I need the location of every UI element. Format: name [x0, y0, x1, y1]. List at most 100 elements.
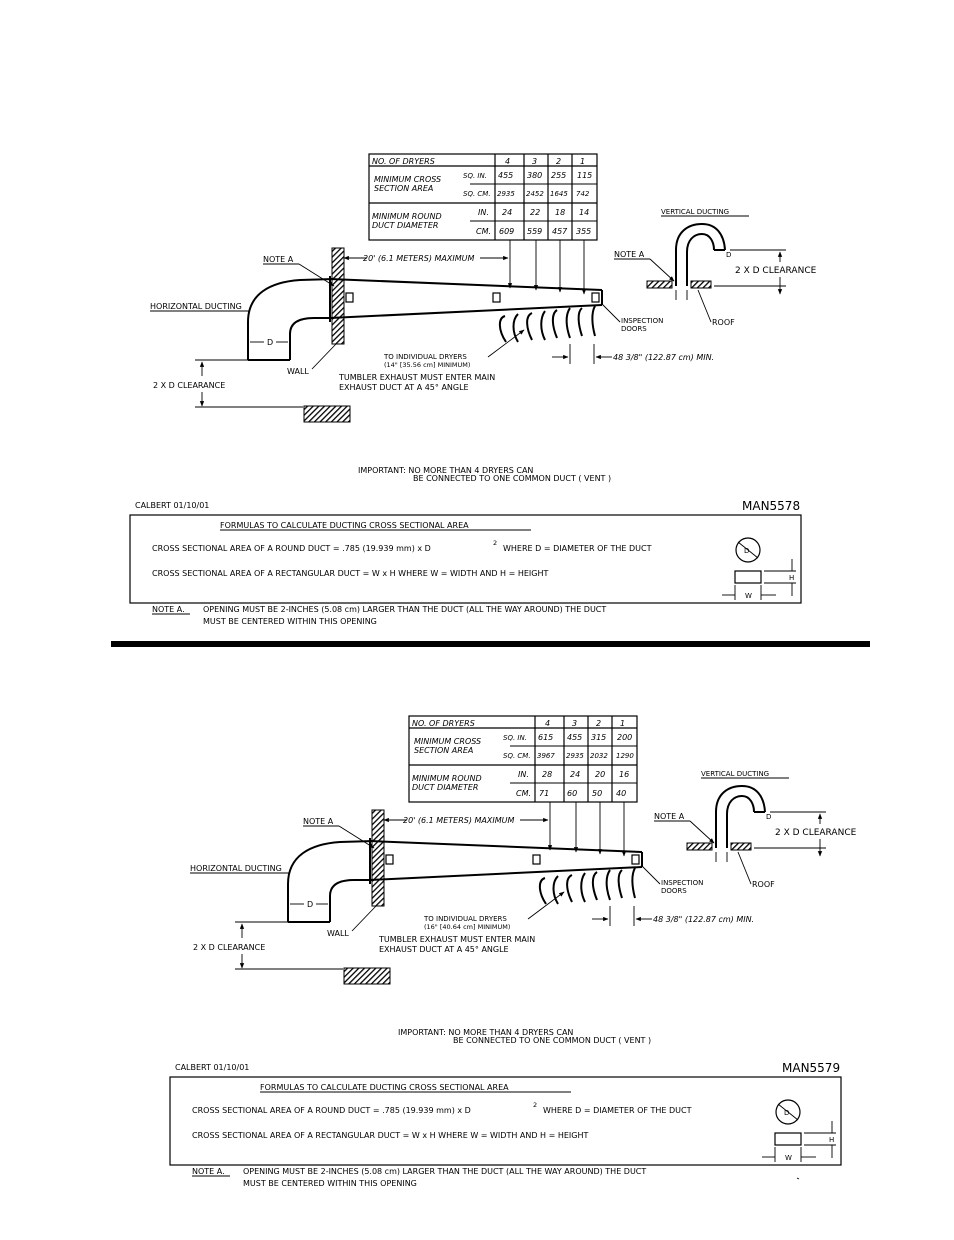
- floor-hatch: [343, 967, 391, 985]
- note-a-right-label: NOTE A: [654, 812, 685, 821]
- note-a-left-label: NOTE A: [263, 255, 294, 264]
- cm-value-1: 40: [616, 789, 626, 798]
- important-line-2: BE CONNECTED TO ONE COMMON DUCT ( VENT ): [413, 474, 611, 483]
- ducting-diagram-2: NO. OF DRYERS 4 3 2 1 MINIMUM CROSS SECT…: [169, 715, 857, 1188]
- important-line-1: IMPORTANT: NO MORE THAN 4 DRYERS CAN: [358, 466, 533, 475]
- formula-rect: CROSS SECTIONAL AREA OF A RECTANGULAR DU…: [152, 569, 548, 578]
- sqcm-value-1: 742: [576, 190, 590, 198]
- max-length-label: 20' (6.1 METERS) MAXIMUM: [363, 254, 474, 263]
- formula-round-pre: CROSS SECTIONAL AREA OF A ROUND DUCT = .…: [152, 544, 431, 553]
- vertical-d-label: D: [766, 813, 771, 821]
- in-value-4: 24: [502, 208, 512, 217]
- footer-author: CALBERT 01/10/01: [175, 1063, 249, 1072]
- vertical-d-label: D: [726, 251, 731, 259]
- table-col-1: 1: [620, 719, 625, 728]
- wall-label: WALL: [287, 367, 309, 376]
- sqin-value-2: 255: [551, 171, 566, 180]
- important-line-2: BE CONNECTED TO ONE COMMON DUCT ( VENT ): [453, 1036, 651, 1045]
- horizontal-duct: [247, 276, 603, 361]
- formula-title: FORMULAS TO CALCULATE DUCTING CROSS SECT…: [260, 1083, 509, 1092]
- cm-value-4: 609: [499, 227, 514, 236]
- important-line-1: IMPORTANT: NO MORE THAN 4 DRYERS CAN: [398, 1028, 573, 1037]
- right-clearance-label: 2 X D CLEARANCE: [735, 266, 817, 276]
- to-dryers-label-1: TO INDIVIDUAL DRYERS: [423, 915, 507, 923]
- table-col-2: 2: [556, 157, 561, 166]
- dryer-size-table: NO. OF DRYERS 4 3 2 1 MINIMUM CROSS SECT…: [368, 153, 598, 241]
- exhaust-label-1: TUMBLER EXHAUST MUST ENTER MAIN: [338, 373, 495, 382]
- horizontal-ducting-label: HORIZONTAL DUCTING: [190, 864, 282, 873]
- vertical-ducting-label: VERTICAL DUCTING: [661, 208, 729, 216]
- table-col-2: 2: [596, 719, 601, 728]
- cm-value-3: 559: [527, 227, 542, 236]
- cm-value-4: 71: [539, 789, 549, 798]
- sqcm-value-2: 2032: [590, 752, 608, 760]
- max-length-label: 20' (6.1 METERS) MAXIMUM: [403, 816, 514, 825]
- horizontal-duct: [287, 838, 643, 923]
- spacing-label: 48 3/8" (122.87 cm) MIN.: [653, 915, 754, 924]
- left-clearance-label: 2 X D CLEARANCE: [193, 943, 265, 952]
- vertical-ducting-label: VERTICAL DUCTING: [701, 770, 769, 778]
- in-value-2: 18: [555, 208, 565, 217]
- cm-value-3: 60: [567, 789, 577, 798]
- dryer-size-table: NO. OF DRYERS 4 3 2 1 MINIMUM CROSS SECT…: [408, 715, 638, 803]
- exhaust-label-2: EXHAUST DUCT AT A 45° ANGLE: [379, 945, 509, 954]
- footer-author: CALBERT 01/10/01: [135, 501, 209, 510]
- footer-code: MAN5579: [782, 1061, 840, 1075]
- cm-value-2: 50: [592, 789, 602, 798]
- diam-label-2: DUCT DIAMETER: [372, 221, 438, 230]
- sqin-value-4: 615: [538, 733, 553, 742]
- sqcm-unit: SQ. CM.: [503, 752, 531, 760]
- table-leaders: [547, 802, 627, 857]
- inspection-label-2: DOORS: [621, 325, 647, 333]
- formula-d-symbol: D: [744, 547, 749, 555]
- formula-d-symbol: D: [784, 1109, 789, 1117]
- note-a-line-2: MUST BE CENTERED WITHIN THIS OPENING: [203, 617, 377, 626]
- note-a-left-label: NOTE A: [303, 817, 334, 826]
- wall-label: WALL: [327, 929, 349, 938]
- horizontal-d-label: D: [307, 900, 313, 909]
- exhaust-label-2: EXHAUST DUCT AT A 45° ANGLE: [339, 383, 469, 392]
- table-col-1: 1: [580, 157, 585, 166]
- diam-label-1: MINIMUM ROUND: [412, 774, 482, 783]
- table-header-label: NO. OF DRYERS: [372, 157, 435, 166]
- sqcm-value-4: 3967: [537, 752, 555, 760]
- note-a-label: NOTE A.: [192, 1167, 225, 1176]
- cm-value-2: 457: [552, 227, 568, 236]
- table-col-4: 4: [545, 719, 550, 728]
- in-value-3: 24: [570, 770, 580, 779]
- to-dryers-label-2: (14" [35.56 cm] MINIMUM): [384, 361, 470, 369]
- table-leaders: [507, 240, 587, 295]
- section-divider: [111, 641, 870, 647]
- sqcm-value-2: 1645: [550, 190, 568, 198]
- note-a-line-1: OPENING MUST BE 2-INCHES (5.08 cm) LARGE…: [243, 1167, 646, 1176]
- vertical-duct: [686, 784, 766, 862]
- exhaust-label-1: TUMBLER EXHAUST MUST ENTER MAIN: [378, 935, 535, 944]
- formula-h-symbol: H: [789, 574, 794, 582]
- formula-rect: CROSS SECTIONAL AREA OF A RECTANGULAR DU…: [192, 1131, 588, 1140]
- horizontal-d-label: D: [267, 338, 273, 347]
- formula-box: FORMULAS TO CALCULATE DUCTING CROSS SECT…: [169, 1076, 842, 1166]
- area-label-2: SECTION AREA: [414, 746, 473, 755]
- in-value-3: 22: [530, 208, 540, 217]
- ducting-diagram-1: NO. OF DRYERS 4 3 2 1 MINIMUM CROSS SECT…: [129, 153, 817, 626]
- sqin-value-3: 380: [527, 171, 542, 180]
- note-a-line-1: OPENING MUST BE 2-INCHES (5.08 cm) LARGE…: [203, 605, 606, 614]
- inspection-label-1: INSPECTION: [621, 317, 663, 325]
- right-clearance-label: 2 X D CLEARANCE: [775, 828, 857, 838]
- inspection-label-2: DOORS: [661, 887, 687, 895]
- sqin-value-2: 315: [591, 733, 606, 742]
- area-label-1: MINIMUM CROSS: [374, 175, 441, 184]
- spacing-label: 48 3/8" (122.87 cm) MIN.: [613, 353, 714, 362]
- cm-unit: CM.: [516, 789, 531, 798]
- vertical-duct: [646, 222, 726, 300]
- formula-round-post: WHERE D = DIAMETER OF THE DUCT: [503, 544, 652, 553]
- area-label-1: MINIMUM CROSS: [414, 737, 481, 746]
- sqin-unit: SQ. IN.: [503, 734, 527, 742]
- formula-box: FORMULAS TO CALCULATE DUCTING CROSS SECT…: [129, 514, 802, 604]
- footer-code: MAN5578: [742, 499, 800, 513]
- in-value-1: 14: [579, 208, 589, 217]
- to-dryers-label-1: TO INDIVIDUAL DRYERS: [383, 353, 467, 361]
- diam-label-2: DUCT DIAMETER: [412, 783, 478, 792]
- in-unit: IN.: [478, 208, 489, 217]
